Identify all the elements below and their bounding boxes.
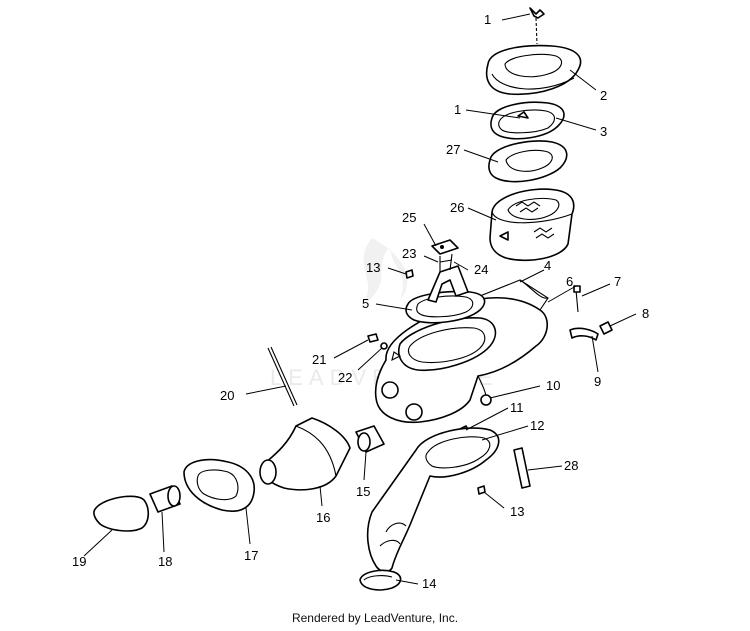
callout-24: 24	[474, 262, 488, 277]
part-screws	[367, 269, 486, 495]
callout-21: 21	[312, 352, 326, 367]
callout-3: 3	[600, 124, 607, 139]
callout-labels: 1 2 1 3 27 26 25 23 24 4 6 7 8 9 13 5 21…	[72, 12, 649, 591]
callout-22: 22	[338, 370, 352, 385]
callout-12: 12	[530, 418, 544, 433]
part-lower-duct	[366, 427, 500, 573]
callout-1-mid: 1	[454, 102, 461, 117]
callout-15: 15	[356, 484, 370, 499]
callout-10: 10	[546, 378, 560, 393]
part-cover	[485, 44, 582, 96]
part-clamp-14	[359, 569, 402, 591]
part-foam-plug	[93, 495, 150, 532]
callout-27: 27	[446, 142, 460, 157]
callout-4: 4	[544, 258, 551, 273]
part-strap	[267, 346, 298, 407]
callout-5: 5	[362, 296, 369, 311]
part-hose-28	[513, 447, 531, 489]
callout-18: 18	[158, 554, 172, 569]
part-plate	[431, 239, 459, 255]
callout-7: 7	[614, 274, 621, 289]
callout-20: 20	[220, 388, 234, 403]
part-gasket	[490, 101, 565, 140]
callout-25: 25	[402, 210, 416, 225]
callout-13-upper: 13	[366, 260, 380, 275]
callout-19: 19	[72, 554, 86, 569]
callout-28: 28	[564, 458, 578, 473]
part-flange	[183, 458, 255, 512]
callout-1-top: 1	[484, 12, 491, 27]
part-sleeve	[149, 485, 181, 513]
callout-23: 23	[402, 246, 416, 261]
callout-16: 16	[316, 510, 330, 525]
callout-13-lower: 13	[510, 504, 524, 519]
part-intake-boot	[405, 253, 486, 324]
part-intake-duct	[259, 417, 351, 491]
part-filter-element	[489, 188, 575, 262]
callout-26: 26	[450, 200, 464, 215]
part-breather-hose	[569, 285, 613, 341]
callout-6: 6	[566, 274, 573, 289]
callout-8: 8	[642, 306, 649, 321]
part-coupler	[355, 425, 385, 453]
callout-2: 2	[600, 88, 607, 103]
callout-14: 14	[422, 576, 436, 591]
part-prefilter	[488, 140, 568, 183]
callout-9: 9	[594, 374, 601, 389]
callout-11: 11	[510, 400, 524, 415]
wing-nut-top	[529, 7, 545, 45]
leader-lines	[83, 13, 637, 585]
callout-17: 17	[244, 548, 258, 563]
footer-credit: Rendered by LeadVenture, Inc.	[291, 611, 459, 625]
